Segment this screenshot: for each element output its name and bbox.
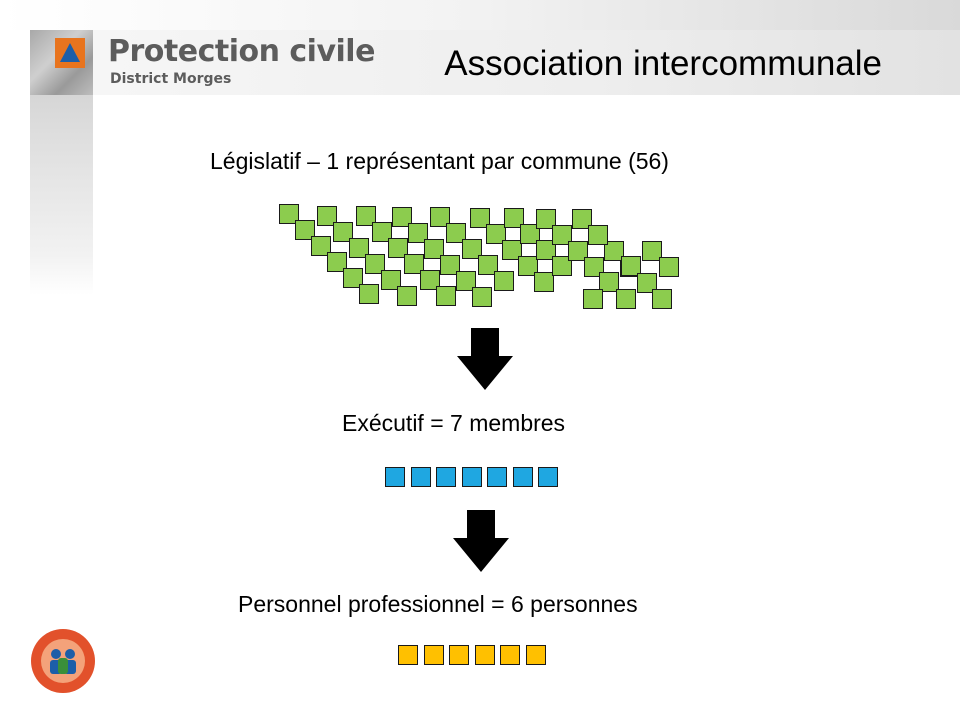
legislative-square (381, 270, 401, 290)
legislative-square (420, 270, 440, 290)
staff-square (474, 645, 495, 665)
legislative-square (317, 206, 337, 226)
legislative-square (404, 254, 424, 274)
legislative-square (349, 238, 369, 258)
legislative-square (520, 224, 540, 244)
legislative-square (621, 256, 641, 276)
legislative-square (536, 240, 556, 260)
legislative-square (359, 284, 379, 304)
down-arrow-icon (453, 510, 509, 572)
legislative-square (365, 254, 385, 274)
legislative-square (456, 271, 476, 291)
executive-square (461, 467, 482, 487)
legislative-square (478, 255, 498, 275)
legislative-square (446, 223, 466, 243)
executive-square (487, 467, 507, 487)
legislative-square (494, 271, 514, 291)
legislative-square (637, 273, 657, 293)
executive-square (410, 467, 431, 487)
legislative-square (588, 225, 608, 245)
protection-civile-district-morges-badge (31, 629, 95, 693)
legislative-square (599, 272, 619, 292)
legislative-square (518, 256, 538, 276)
legislative-square (604, 241, 624, 261)
executive-square (538, 467, 558, 487)
executive-square (385, 467, 405, 487)
legislative-square (392, 207, 412, 227)
civil-protection-triangle-icon (55, 38, 85, 68)
staff-square (449, 645, 469, 665)
legislative-label: Législatif – 1 représentant par commune … (210, 148, 669, 174)
legislative-square (430, 207, 450, 227)
legislative-square (440, 255, 460, 275)
legislative-square (572, 209, 592, 229)
legislative-square (616, 289, 636, 309)
legislative-square (502, 240, 522, 260)
executive-square (512, 467, 533, 487)
legislative-square (470, 208, 490, 228)
legislative-square (327, 252, 347, 272)
legislative-square (279, 204, 299, 224)
legislative-square (397, 286, 417, 306)
legislative-square (388, 238, 408, 258)
legislative-square (534, 272, 554, 292)
legislative-square (311, 236, 331, 256)
legislative-square (472, 287, 492, 307)
legislative-square (659, 257, 679, 277)
legislative-square (333, 222, 353, 242)
brand-title: Protection civile (108, 34, 375, 69)
legislative-square (652, 289, 672, 309)
legislative-square (568, 241, 588, 261)
executive-square (436, 467, 456, 487)
slide-title: Association intercommunale (444, 44, 882, 83)
staff-label: Personnel professionnel = 6 personnes (238, 591, 638, 617)
legislative-square (504, 208, 524, 228)
legislative-square (583, 289, 603, 309)
legislative-square (642, 241, 662, 261)
staff-square (398, 645, 418, 665)
staff-square (423, 645, 444, 665)
legislative-square (408, 223, 428, 243)
legislative-square (462, 239, 482, 259)
down-arrow-icon (457, 328, 513, 390)
legislative-square (486, 224, 506, 244)
top-gradient-band (0, 0, 960, 30)
staff-square (525, 645, 546, 665)
brand-subtitle: District Morges (110, 71, 232, 87)
legislative-square (552, 256, 572, 276)
header-band (30, 30, 960, 95)
legislative-square (552, 225, 572, 245)
legislative-square (356, 206, 376, 226)
executive-label: Exécutif = 7 membres (342, 410, 566, 436)
legislative-square (343, 268, 363, 288)
staff-square (500, 645, 520, 665)
legislative-square (424, 239, 444, 259)
legislative-square (536, 209, 556, 229)
legislative-square (372, 222, 392, 242)
legislative-square (295, 220, 315, 240)
legislative-square (436, 286, 456, 306)
